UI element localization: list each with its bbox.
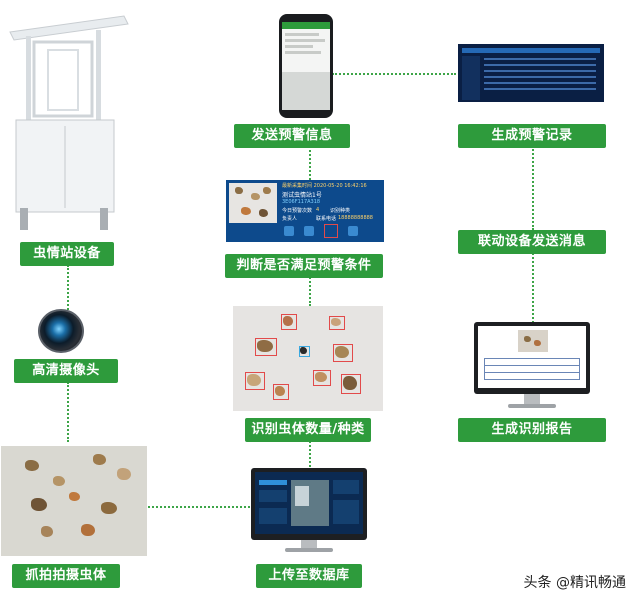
alert-card-person-label: 负责人	[282, 216, 298, 222]
alert-card-device-id: 3E06F117A318	[282, 199, 321, 205]
camera-lens-icon	[38, 309, 84, 353]
connector-send-record	[332, 73, 456, 75]
connector-capture-upload	[148, 506, 250, 508]
label-identify-count-species: 识别虫体数量/种类	[245, 418, 371, 442]
connector-station-camera	[67, 265, 69, 310]
label-linkage-send-message: 联动设备发送消息	[458, 230, 606, 254]
connector-upload-identify	[309, 437, 311, 467]
database-monitor	[251, 468, 367, 554]
alert-card-phone-label: 联系电话	[316, 216, 337, 222]
alert-card-icon-3	[324, 224, 338, 238]
report-monitor	[474, 322, 590, 414]
identification-photo	[233, 306, 383, 411]
connector-record-linkage	[532, 146, 534, 230]
watermark: 头条 @精讯畅通	[523, 575, 626, 591]
alert-card-icon-2	[304, 226, 314, 236]
label-upload-database: 上传至数据库	[256, 564, 362, 588]
label-judge-alert-condition: 判断是否满足预警条件	[225, 254, 383, 278]
label-generate-alert-record: 生成预警记录	[458, 124, 606, 148]
alert-card-phone-value: 18888888888	[338, 215, 373, 221]
connector-identify-judge	[309, 274, 311, 306]
alert-card-icon-1	[284, 226, 294, 236]
alert-card-status-label: 识别种类	[330, 208, 351, 214]
label-hd-camera: 高清摄像头	[14, 359, 118, 383]
label-capture-insects: 抓拍拍摄虫体	[12, 564, 120, 588]
connector-camera-capture	[67, 382, 69, 442]
alert-card-time: 最新采集时间 2020-05-20 16:42:16	[282, 183, 367, 189]
alert-record-screen	[458, 44, 604, 102]
alert-card-photo	[229, 183, 277, 223]
connector-judge-send	[309, 146, 311, 180]
insect-station-device-image	[9, 15, 129, 230]
label-generate-report: 生成识别报告	[458, 418, 606, 442]
alert-condition-card: 最新采集时间 2020-05-20 16:42:16 测试虫情站1号 3E06F…	[226, 180, 384, 242]
alert-card-station: 测试虫情站1号	[282, 192, 322, 199]
connector-linkage-report	[532, 253, 534, 323]
captured-insects-photo	[1, 446, 147, 556]
phone-device	[279, 14, 333, 118]
alert-card-count-label: 今日预警次数	[282, 208, 313, 214]
alert-card-count-value: 4	[316, 207, 320, 213]
label-send-alert: 发送预警信息	[234, 124, 350, 148]
alert-card-icon-4	[348, 226, 358, 236]
label-insect-station: 虫情站设备	[20, 242, 114, 266]
